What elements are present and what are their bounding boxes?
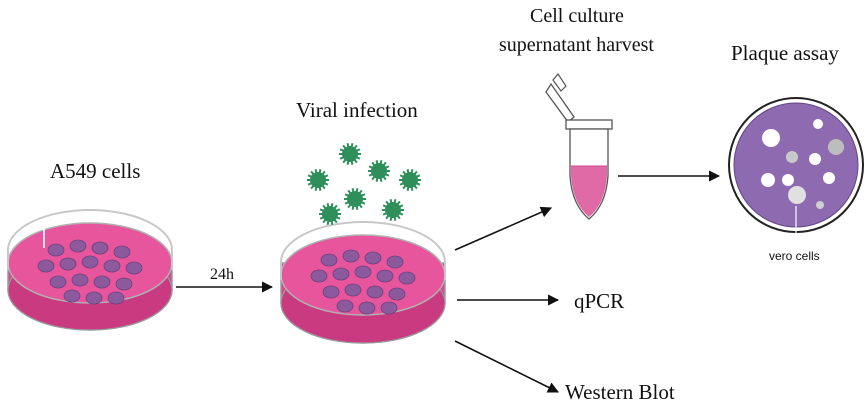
cell-colony-icon bbox=[398, 271, 416, 285]
cell-colony-icon bbox=[49, 275, 67, 289]
cell-colony-icon bbox=[386, 255, 404, 269]
label-plaque-assay: Plaque assay bbox=[731, 41, 839, 65]
cell-colony-icon bbox=[69, 239, 87, 253]
plaque-spot bbox=[809, 153, 821, 165]
cell-colony-icon bbox=[113, 245, 131, 259]
virus-particle-icon bbox=[307, 169, 329, 191]
cell-colony-icon bbox=[354, 265, 372, 279]
cell-colony-icon bbox=[71, 273, 89, 287]
cell-colony-group bbox=[310, 249, 416, 315]
cell-colony-icon bbox=[125, 261, 143, 275]
label-harvest-line2: supernatant harvest bbox=[499, 34, 654, 56]
plaque-spot bbox=[788, 186, 806, 204]
virus-particle-icon bbox=[344, 188, 366, 210]
cell-colony-icon bbox=[380, 301, 398, 315]
cell-colony-group bbox=[37, 239, 143, 305]
virus-particle-icon bbox=[382, 199, 404, 221]
plaque-spot bbox=[762, 129, 780, 147]
cell-colony-icon bbox=[310, 269, 328, 283]
cell-colony-icon bbox=[342, 249, 360, 263]
cell-colony-icon bbox=[63, 289, 81, 303]
microcentrifuge-tube-icon bbox=[545, 72, 613, 220]
arrow-to-western-blot bbox=[454, 340, 560, 393]
cell-colony-icon bbox=[344, 283, 362, 297]
cell-colony-icon bbox=[320, 253, 338, 267]
cell-colony-icon bbox=[364, 251, 382, 265]
virus-particle-icon bbox=[368, 160, 390, 182]
virus-particle-icon bbox=[319, 203, 341, 225]
virus-particle-icon bbox=[399, 169, 421, 191]
petri-dish-icon-a549 bbox=[7, 209, 173, 331]
cell-colony-icon bbox=[85, 291, 103, 305]
label-vero-cells: vero cells bbox=[769, 249, 820, 263]
cell-colony-icon bbox=[59, 257, 77, 271]
plaque-spot bbox=[816, 201, 824, 209]
cell-colony-icon bbox=[358, 301, 376, 315]
cell-colony-icon bbox=[336, 299, 354, 313]
cell-colony-icon bbox=[107, 291, 125, 305]
arrow-to-harvest bbox=[454, 206, 553, 251]
cell-colony-icon bbox=[332, 267, 350, 281]
label-western-blot: Western Blot bbox=[565, 380, 675, 404]
cell-colony-icon bbox=[366, 285, 384, 299]
plaque-spot bbox=[813, 119, 823, 129]
plaque-spot bbox=[761, 173, 775, 187]
cell-colony-icon bbox=[81, 255, 99, 269]
plaque-plate-icon bbox=[728, 97, 864, 233]
cell-colony-icon bbox=[91, 241, 109, 255]
virus-particles bbox=[307, 143, 421, 225]
cell-colony-icon bbox=[388, 287, 406, 301]
label-viral-infection: Viral infection bbox=[296, 98, 418, 122]
cell-colony-icon bbox=[93, 275, 111, 289]
plaque-spot bbox=[828, 139, 844, 155]
virus-particle-icon bbox=[339, 143, 361, 165]
cell-colony-icon bbox=[37, 259, 55, 273]
cell-colony-icon bbox=[322, 285, 340, 299]
cell-colony-icon bbox=[103, 259, 121, 273]
label-24h: 24h bbox=[210, 266, 234, 283]
cell-colony-icon bbox=[376, 269, 394, 283]
plaque-spot bbox=[823, 172, 835, 184]
label-qpcr: qPCR bbox=[574, 289, 624, 313]
plaque-spot bbox=[786, 151, 798, 163]
petri-dish-icon-infected bbox=[280, 221, 446, 344]
plaque-spot bbox=[782, 174, 794, 186]
cell-colony-icon bbox=[115, 277, 133, 291]
plaque-spots bbox=[761, 119, 844, 209]
cell-colony-icon bbox=[47, 243, 65, 257]
label-harvest-line1: Cell culture bbox=[530, 5, 624, 27]
label-a549-cells: A549 cells bbox=[50, 159, 140, 183]
